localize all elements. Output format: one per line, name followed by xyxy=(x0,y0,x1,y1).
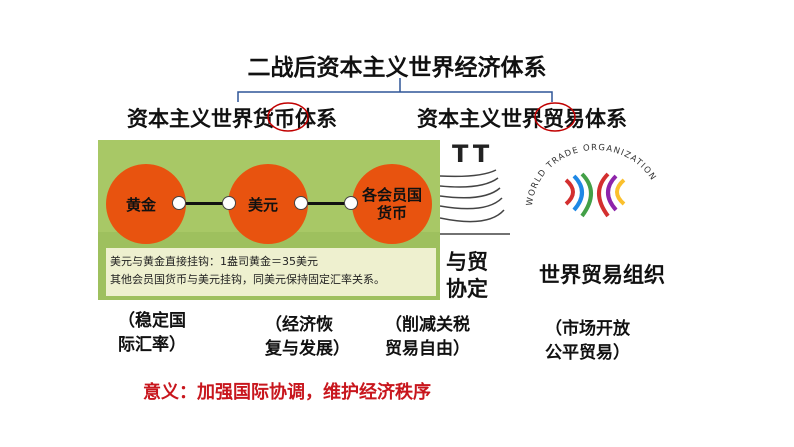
trade-highlight-ellipse xyxy=(534,102,576,132)
caption-line-1: 美元与黄金直接挂钩：1盎司黄金＝35美元 xyxy=(110,255,318,268)
member-currency-label-2: 货币 xyxy=(376,204,407,222)
caption-panel xyxy=(106,248,436,296)
usd-coin-label: 美元 xyxy=(247,196,278,214)
gatt-logo-fragment: TT xyxy=(440,140,512,240)
member-currency-coin xyxy=(352,164,432,244)
note-stable-exchange: （稳定国 际汇率） xyxy=(118,309,186,357)
gatt-fragment-text: TT xyxy=(452,140,494,168)
note-line-2: 复与发展） xyxy=(265,339,350,359)
usd-coin-hole-left xyxy=(222,196,236,210)
note-tariff-reduction: （削减关税 贸易自由） xyxy=(385,313,470,361)
member-coin-hole xyxy=(344,196,358,210)
gatt-emblem-icon xyxy=(440,169,510,235)
page-title: 二战后资本主义世界经济体系 xyxy=(247,55,547,81)
note-line-1: （市场开放 xyxy=(545,319,630,339)
trade-system-heading: 资本主义世界贸易体系 xyxy=(417,107,627,131)
note-line-1: （稳定国 xyxy=(118,311,186,331)
note-market-opening: （市场开放 公平贸易） xyxy=(545,317,630,365)
note-economic-recovery: （经济恢 复与发展） xyxy=(265,313,350,361)
note-line-1: （经济恢 xyxy=(265,315,333,335)
caption-line-2: 其他会员国货币与美元挂钩，同美元保持固定汇率关系。 xyxy=(110,273,385,286)
meaning-statement: 意义：加强国际协调，维护经济秩序 xyxy=(143,382,431,403)
note-line-2: 公平贸易） xyxy=(545,343,630,363)
gold-coin-hole xyxy=(172,196,186,210)
member-currency-label-1: 各会员国 xyxy=(361,186,422,204)
gatt-label-line-1: 与贸 xyxy=(446,250,488,274)
note-line-1: （削减关税 xyxy=(385,315,470,335)
gatt-label-line-2: 协定 xyxy=(446,277,488,301)
note-line-2: 贸易自由） xyxy=(385,339,470,359)
money-system-image: 黄金 美元 各会员国 货币 美元与黄金直接挂钩：1盎司黄金＝35美元 其他会员国… xyxy=(98,140,440,300)
gold-coin-label: 黄金 xyxy=(125,196,156,214)
currency-highlight-ellipse xyxy=(267,102,309,132)
usd-coin-hole-right xyxy=(294,196,308,210)
wto-logo-icon: WORLD TRADE ORGANIZATION xyxy=(525,143,657,218)
wto-label: 世界贸易组织 xyxy=(539,263,665,287)
note-line-2: 际汇率） xyxy=(118,335,186,355)
